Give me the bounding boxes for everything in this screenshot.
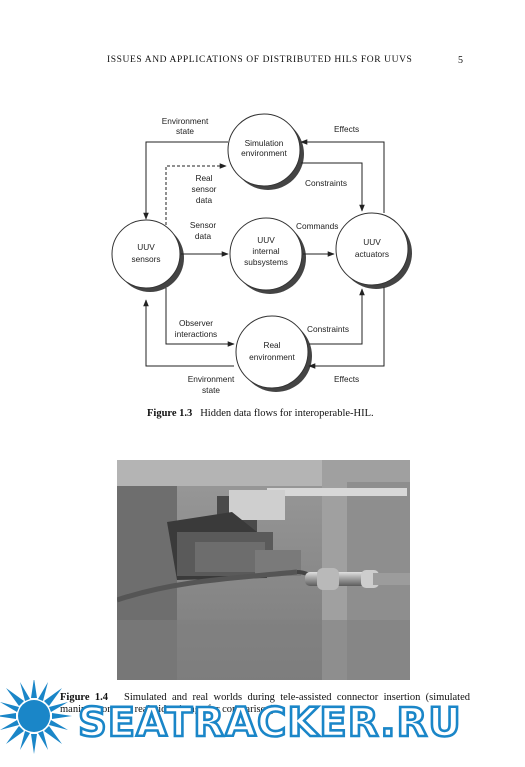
node-label: Real <box>263 340 280 350</box>
node-label: UUV <box>363 237 381 247</box>
caption-label: Figure 1.3 <box>147 408 193 419</box>
caption-text: Hidden data flows for interoperable-HIL. <box>200 408 374 419</box>
edge-label: Commands <box>296 221 338 231</box>
figure-1-3-caption: Figure 1.3 Hidden data flows for interop… <box>147 408 374 420</box>
data-flow-diagram: Simulation environment UUV sensors UUV i… <box>111 113 412 395</box>
edge-label: Constraints <box>307 324 349 334</box>
node-label: UUV <box>257 235 275 245</box>
edge-label: Environment <box>162 116 209 126</box>
node-label: subsystems <box>244 257 288 267</box>
edge-label: sensor <box>192 184 217 194</box>
edge-label: state <box>176 126 194 136</box>
running-head: ISSUES AND APPLICATIONS OF DISTRIBUTED H… <box>0 55 525 69</box>
edge-constraints-top <box>301 162 365 212</box>
node-label: environment <box>249 352 295 362</box>
watermark-text: SEATRACKER.RU <box>77 699 462 748</box>
edge-env-state-top <box>143 141 228 220</box>
edge-label: Observer <box>179 318 213 328</box>
edge-label: data <box>196 195 213 205</box>
edge-observer-interactions <box>165 288 235 347</box>
edge-label: Effects <box>334 124 359 134</box>
node-real-environment: Real environment <box>235 315 312 392</box>
figure-1-4-caption: Figure 1.4 Simulated and real worlds dur… <box>60 692 470 716</box>
caption-label: Figure 1.4 <box>60 692 109 703</box>
page-number: 5 <box>458 55 463 66</box>
node-label: Simulation <box>245 138 284 148</box>
edge-label: data <box>195 231 212 241</box>
node-label: UUV <box>137 242 155 252</box>
node-uuv-sensors: UUV sensors <box>111 219 184 292</box>
running-title: ISSUES AND APPLICATIONS OF DISTRIBUTED H… <box>107 55 413 65</box>
node-label: sensors <box>131 254 160 264</box>
edge-constraints-bottom <box>309 288 365 345</box>
edge-label: Sensor <box>190 220 217 230</box>
edge-label: Environment <box>188 374 235 384</box>
edge-effects-top <box>300 139 385 213</box>
node-label: environment <box>241 148 287 158</box>
node-label: actuators <box>355 249 389 259</box>
edge-effects-bottom <box>308 287 385 369</box>
figure-1-4-photo <box>117 460 410 680</box>
node-uuv-actuators: UUV actuators <box>335 212 412 289</box>
edge-labels: Environment state Effects Real sensor da… <box>162 116 360 395</box>
edge-label: Real <box>195 173 212 183</box>
node-simulation-environment: Simulation environment <box>227 113 304 190</box>
edge-label: Effects <box>334 374 359 384</box>
node-uuv-internal-subsystems: UUV internal subsystems <box>229 217 306 294</box>
node-label: internal <box>252 246 279 256</box>
edge-env-state-bottom <box>143 299 234 367</box>
caption-text: Simulated and real worlds during tele-as… <box>60 692 470 715</box>
edge-label: state <box>202 385 220 395</box>
edge-label: Constraints <box>305 178 347 188</box>
edge-label: interactions <box>175 329 217 339</box>
watermark-sunburst <box>0 680 72 754</box>
